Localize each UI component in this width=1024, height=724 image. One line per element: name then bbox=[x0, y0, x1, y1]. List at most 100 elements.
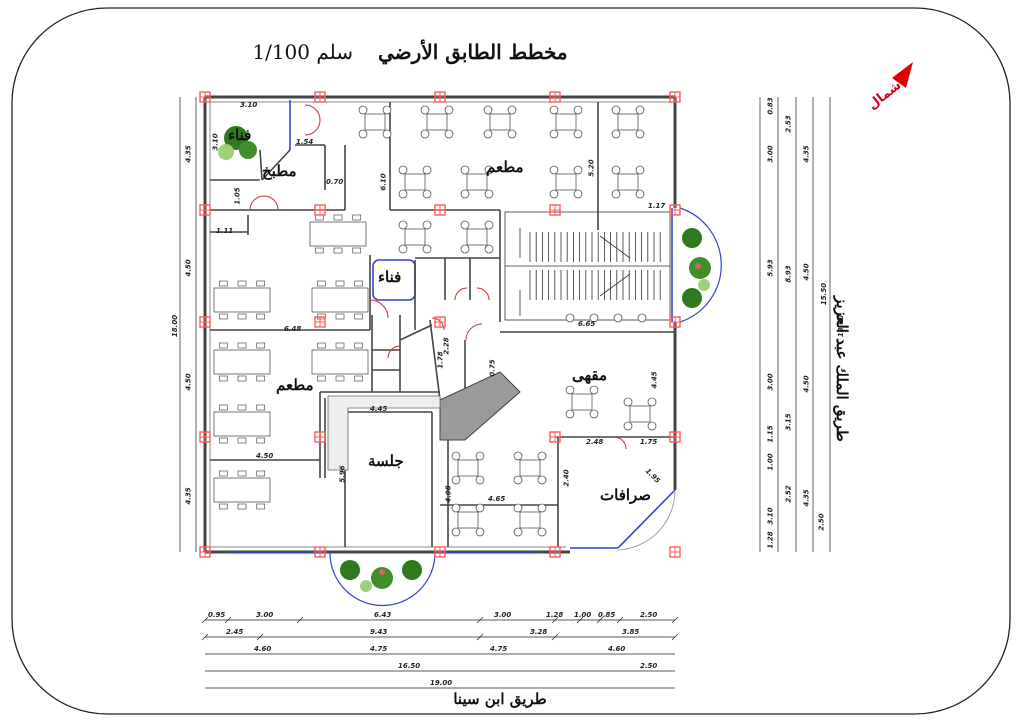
round-table bbox=[623, 397, 657, 431]
cafe-chair bbox=[589, 313, 599, 323]
column bbox=[199, 546, 211, 558]
round-table bbox=[358, 105, 392, 139]
dim-520: 5.20 bbox=[587, 159, 596, 177]
long-table bbox=[309, 214, 367, 254]
dim-b1-085: 0.85 bbox=[598, 611, 616, 619]
dim-117: 1.17 bbox=[648, 202, 666, 210]
dim-left-total: 18.00 bbox=[171, 314, 180, 338]
column bbox=[314, 316, 326, 328]
dim-154: 1.54 bbox=[296, 138, 314, 146]
dim-r4-250: 2.50 bbox=[817, 513, 826, 531]
dim-665: 6.65 bbox=[578, 320, 596, 328]
round-table bbox=[549, 105, 583, 139]
cafe-counter bbox=[439, 371, 521, 441]
dim-648: 6.48 bbox=[284, 325, 302, 333]
dim-445-right: 4.45 bbox=[650, 371, 659, 389]
dim-b3-460-b: 4.60 bbox=[608, 645, 626, 653]
dim-b1-128: 1.28 bbox=[546, 611, 564, 619]
dim-b4-250: 2.50 bbox=[640, 662, 658, 670]
dim-r3-450-a: 4.50 bbox=[802, 263, 811, 281]
long-table bbox=[213, 280, 271, 320]
furniture-layer bbox=[213, 105, 657, 537]
round-table bbox=[513, 503, 547, 537]
column-layer bbox=[199, 91, 681, 558]
column bbox=[434, 546, 446, 558]
dim-b2-385: 3.85 bbox=[622, 628, 640, 636]
column bbox=[314, 431, 326, 443]
dim-r1-083: 0.83 bbox=[766, 97, 775, 115]
sitting-bench bbox=[327, 395, 441, 471]
dim-b1-250: 2.50 bbox=[640, 611, 658, 619]
dim-r1-300-a: 3.00 bbox=[766, 145, 775, 163]
round-table bbox=[451, 503, 485, 537]
column bbox=[549, 431, 561, 443]
dim-b3-475-a: 4.75 bbox=[370, 645, 388, 653]
glass-walls bbox=[228, 100, 676, 553]
dim-070: 0.70 bbox=[326, 178, 344, 186]
dim-r2-253: 2.53 bbox=[784, 115, 793, 133]
dim-b3-475-b: 4.75 bbox=[490, 645, 508, 653]
plan-title-text: مخطط الطابق الأرضي bbox=[378, 40, 568, 64]
column bbox=[434, 316, 446, 328]
long-table bbox=[213, 342, 271, 382]
dim-240: 2.40 bbox=[562, 469, 571, 487]
plant-bay-bottom bbox=[329, 552, 436, 607]
dim-408: 4.08 bbox=[444, 485, 453, 503]
dim-610: 6.10 bbox=[379, 173, 388, 191]
column bbox=[549, 204, 561, 216]
dim-465: 4.65 bbox=[488, 495, 506, 503]
dim-178: 1.78 bbox=[436, 351, 445, 369]
dim-111: 1.11 bbox=[216, 227, 234, 235]
dim-r3-435-b: 4.35 bbox=[802, 489, 811, 507]
column bbox=[669, 431, 681, 443]
dim-b4-1650: 16.50 bbox=[398, 662, 421, 670]
staircase bbox=[504, 211, 671, 321]
column bbox=[199, 316, 211, 328]
column bbox=[314, 91, 326, 103]
round-table bbox=[611, 165, 645, 199]
column bbox=[314, 204, 326, 216]
room-label-courtyard-top: فناء bbox=[228, 126, 252, 144]
dim-b3-460-a: 4.60 bbox=[254, 645, 272, 653]
round-table bbox=[611, 105, 645, 139]
dim-075: 0.75 bbox=[488, 359, 497, 377]
room-label-courtyard-mid: فناء bbox=[378, 268, 402, 286]
dim-r3-435-a: 4.35 bbox=[802, 145, 811, 163]
dim-b2-943: 9.43 bbox=[370, 628, 388, 636]
dimension-lines bbox=[179, 97, 831, 689]
round-table bbox=[398, 165, 432, 199]
column bbox=[199, 431, 211, 443]
column bbox=[669, 316, 681, 328]
dim-b1-643: 6.43 bbox=[374, 611, 392, 619]
column bbox=[434, 91, 446, 103]
dim-r2-893: 8.93 bbox=[784, 265, 793, 283]
long-table bbox=[311, 342, 369, 382]
column bbox=[199, 91, 211, 103]
room-label-sitting: جلسة bbox=[368, 452, 404, 470]
column bbox=[549, 546, 561, 558]
cafe-chair bbox=[637, 313, 647, 323]
dim-b2-328: 3.28 bbox=[530, 628, 548, 636]
column bbox=[314, 546, 326, 558]
dim-105: 1.05 bbox=[233, 187, 242, 205]
entrance-arc bbox=[617, 491, 676, 551]
round-table bbox=[549, 165, 583, 199]
sheet-border bbox=[11, 7, 1011, 715]
cafe-chair bbox=[565, 313, 575, 323]
dim-left-450-a: 4.50 bbox=[184, 259, 193, 277]
dim-445-sitting: 4.45 bbox=[370, 405, 388, 413]
dim-310-top: 3.10 bbox=[240, 101, 258, 109]
road-label-right: طريق الملك عبد العزيز bbox=[833, 296, 851, 442]
cafe-chair bbox=[613, 313, 623, 323]
column bbox=[669, 204, 681, 216]
plant-courtyard-top bbox=[218, 126, 257, 160]
dim-b1-100: 1.00 bbox=[574, 611, 592, 619]
room-label-restaurant-top: مطعم bbox=[486, 158, 524, 176]
dim-left-435-a: 4.35 bbox=[184, 145, 193, 163]
dim-b5-1900: 19.00 bbox=[430, 679, 453, 687]
column bbox=[549, 91, 561, 103]
round-table bbox=[398, 220, 432, 254]
round-table bbox=[513, 451, 547, 485]
dim-left-435-b: 4.35 bbox=[184, 487, 193, 505]
